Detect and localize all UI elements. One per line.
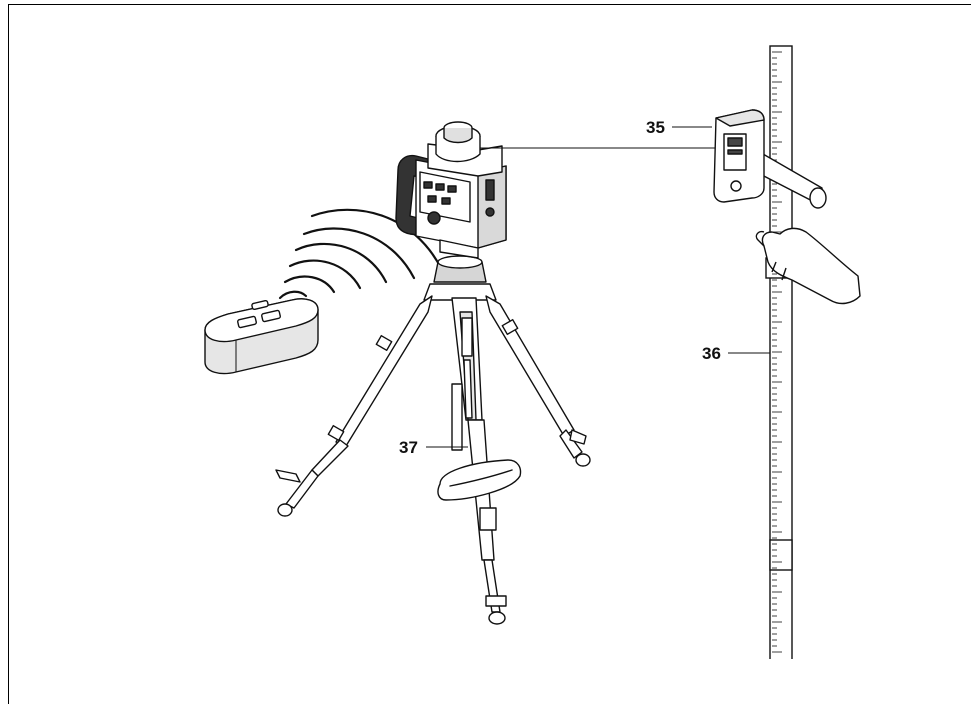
hand	[755, 227, 861, 305]
measuring-rod	[765, 45, 811, 659]
laser-receiver	[713, 109, 765, 203]
measuring-rod-scale	[772, 51, 782, 653]
figure-frame	[8, 4, 971, 704]
signal-waves-icon	[278, 208, 444, 300]
callout-35: 35	[646, 118, 712, 137]
rotation-laser	[395, 121, 507, 259]
remote-control	[204, 298, 319, 375]
callout-35-label: 35	[646, 118, 665, 137]
callout-36-label: 36	[702, 344, 721, 363]
callout-37-label: 37	[399, 438, 418, 457]
callout-36: 36	[702, 344, 770, 363]
tripod	[275, 255, 591, 625]
illustration: 35 36 37	[204, 45, 861, 659]
callout-37: 37	[399, 438, 468, 457]
receiver-holder	[755, 149, 827, 209]
